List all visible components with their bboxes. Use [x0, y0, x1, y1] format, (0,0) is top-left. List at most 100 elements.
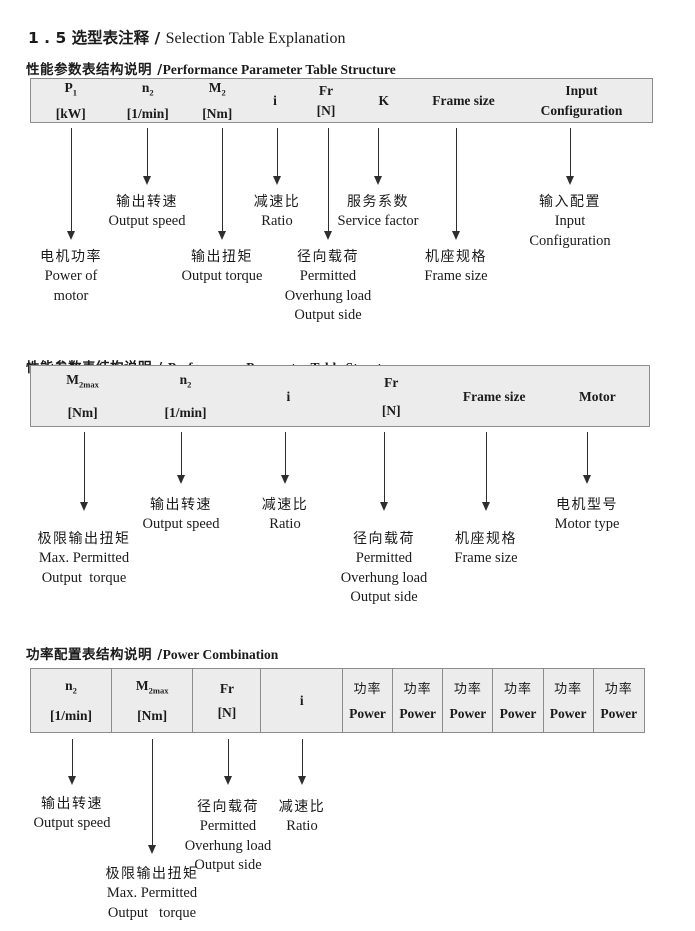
column-header-p1: P1[kW]: [31, 79, 110, 122]
section-heading-power-combination: 功率配置表结构说明 /Power Combination: [10, 625, 278, 682]
down-arrow-icon-input-config: [566, 128, 575, 185]
down-arrow-icon-max-output-torque: [148, 739, 157, 854]
column-symbol: n2: [65, 678, 77, 696]
column-symbol: i: [299, 693, 304, 708]
callout-label-zh: 极限输出扭矩: [37, 531, 131, 547]
callout-label-zh: 极限输出扭矩: [105, 866, 199, 882]
down-arrow-icon-frame-size: [452, 128, 461, 240]
column-unit: [kW]: [55, 105, 86, 121]
down-arrow-icon-service-factor: [374, 128, 383, 185]
callout-label-en: Output speed: [108, 213, 186, 229]
column-symbol: Frame size: [462, 388, 526, 404]
callout-label-zh: 输出转速: [149, 497, 212, 513]
column-unit: [N]: [217, 705, 237, 720]
down-arrow-icon-frame-size: [482, 432, 491, 511]
column-symbol: 功率: [554, 681, 583, 697]
column-symbol: Fr: [219, 681, 235, 696]
column-unit: Power: [549, 705, 587, 721]
section-heading-performance-1: 性能参数表结构说明 /Performance Parameter Table S…: [10, 40, 396, 97]
callout-label-zh: 径向载荷: [196, 799, 259, 815]
callout-label-zh: 径向载荷: [296, 249, 359, 265]
column-symbol: M2: [208, 80, 226, 98]
column-unit: Power: [600, 705, 638, 721]
callout-label-zh: 输出转速: [40, 796, 103, 812]
column-header-k: K: [351, 79, 416, 122]
page-title-zh: 1 . 5 选型表注释 /: [28, 29, 166, 47]
column-unit: [Nm]: [67, 405, 98, 421]
page-title: 1 . 5 选型表注释 / Selection Table Explanatio…: [12, 8, 345, 66]
column-symbol: 功率: [403, 681, 432, 697]
column-header-power-3: 功率 Power: [443, 669, 494, 732]
column-header-fr: Fr [N]: [193, 669, 262, 732]
callout-label-zh: 机座规格: [455, 531, 517, 547]
column-symbol: i: [286, 388, 291, 404]
column-header-i: i: [237, 366, 340, 426]
down-arrow-icon-max-output-torque: [80, 432, 89, 511]
callout-label-en: Output torque: [181, 268, 263, 284]
callout-label-zh: 输出扭矩: [190, 249, 253, 265]
callout-label-zh: 径向载荷: [352, 531, 415, 547]
callout-label-en: Max. Permitted Output torque: [106, 885, 198, 921]
callout-label-output-torque: 输出扭矩 Output torque: [182, 247, 263, 287]
column-symbol: Frame size: [432, 93, 495, 108]
callout-label-service-factor: 服务系数 Service factor: [338, 192, 419, 232]
column-symbol: n2: [179, 371, 192, 390]
column-symbol: 功率: [453, 681, 482, 697]
callout-label-zh: 输入配置: [538, 194, 601, 210]
column-symbol: i: [273, 93, 277, 108]
column-header-fr: Fr[N]: [301, 79, 352, 122]
column-symbol: Motor: [579, 388, 616, 404]
down-arrow-icon-ratio: [281, 432, 290, 484]
callout-label-zh: 输出转速: [115, 194, 178, 210]
callout-label-zh: 减速比: [261, 497, 309, 513]
callout-label-en: Permitted Overhung load Output side: [340, 550, 428, 605]
column-header-n2: n2[1/min]: [134, 366, 237, 426]
callout-label-en: Frame size: [424, 268, 488, 284]
callout-label-overhung-load: 径向载荷 Permitted Overhung load Output side: [185, 797, 272, 876]
callout-label-ratio: 减速比 Ratio: [262, 495, 309, 535]
callout-label-en: Permitted Overhung load Output side: [184, 818, 272, 873]
column-symbol: K: [378, 93, 389, 108]
callout-label-zh: 减速比: [253, 194, 301, 210]
down-arrow-icon-overhung-load: [324, 128, 333, 240]
callout-label-en: Motor type: [554, 516, 620, 532]
column-symbol: Input: [565, 83, 598, 98]
callout-label-en: Ratio: [261, 213, 293, 229]
column-header-fr: Fr[N]: [340, 366, 443, 426]
column-symbol: 功率: [353, 681, 382, 697]
callout-label-en: Ratio: [286, 818, 318, 834]
callout-label-overhung-load: 径向载荷 Permitted Overhung load Output side: [285, 247, 372, 326]
callout-label-en: Permitted Overhung load Output side: [284, 268, 372, 323]
column-unit: [N]: [381, 402, 401, 418]
down-arrow-icon-output-torque: [218, 128, 227, 240]
down-arrow-icon-motor-type: [583, 432, 592, 484]
page-title-en: Selection Table Explanation: [165, 30, 346, 47]
callout-label-en: Power of motor: [44, 268, 98, 304]
callout-label-output-speed: 输出转速 Output speed: [109, 192, 186, 232]
callout-label-en: Ratio: [269, 516, 301, 532]
column-unit: [N]: [316, 103, 336, 118]
column-header-power-6: 功率 Power: [594, 669, 644, 732]
column-header-power-5: 功率 Power: [544, 669, 594, 732]
column-unit: Power: [449, 705, 487, 721]
section-heading-en: Power Combination: [162, 647, 279, 662]
callout-label-zh: 服务系数: [346, 194, 409, 210]
callout-label-en: Input Configuration: [529, 213, 611, 249]
down-arrow-icon-overhung-load: [224, 739, 233, 785]
down-arrow-icon-output-speed: [177, 432, 186, 484]
callout-label-en: Service factor: [337, 213, 419, 229]
column-unit: [Nm]: [137, 707, 168, 723]
down-arrow-icon-power-of-motor: [67, 128, 76, 240]
column-symbol: 功率: [604, 681, 633, 697]
